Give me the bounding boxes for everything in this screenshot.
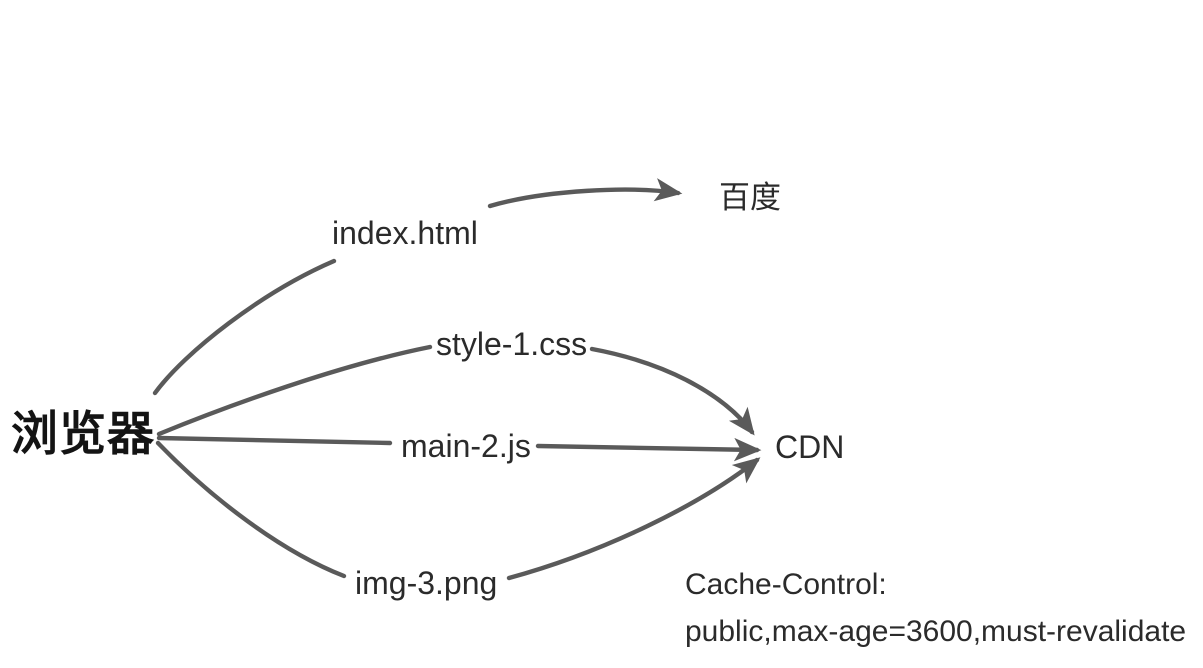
edge-browser-to-style-css (156, 344, 433, 437)
edge-browser-to-img-png (155, 440, 347, 579)
cache-control-note-line1: Cache-Control: (685, 568, 887, 601)
edge-browser-to-main-js (156, 435, 393, 446)
node-baidu: 百度 (719, 180, 781, 215)
edge-browser-to-index-html (152, 258, 337, 396)
edge-index-html-to-baidu (487, 178, 683, 209)
edge-img-png-to-cdn (506, 457, 761, 581)
node-main-js: main-2.js (401, 428, 531, 464)
node-style-css: style-1.css (436, 326, 588, 362)
edge-style-css-to-cdn (589, 346, 755, 436)
node-index-html: index.html (332, 215, 478, 251)
node-img-png: img-3.png (355, 565, 498, 601)
node-browser: 浏览器 (11, 407, 155, 460)
cache-control-note-line2: public,max-age=3600,must-revalidate (685, 615, 1187, 648)
node-cdn: CDN (775, 429, 845, 465)
edge-main-js-to-cdn (535, 437, 762, 462)
